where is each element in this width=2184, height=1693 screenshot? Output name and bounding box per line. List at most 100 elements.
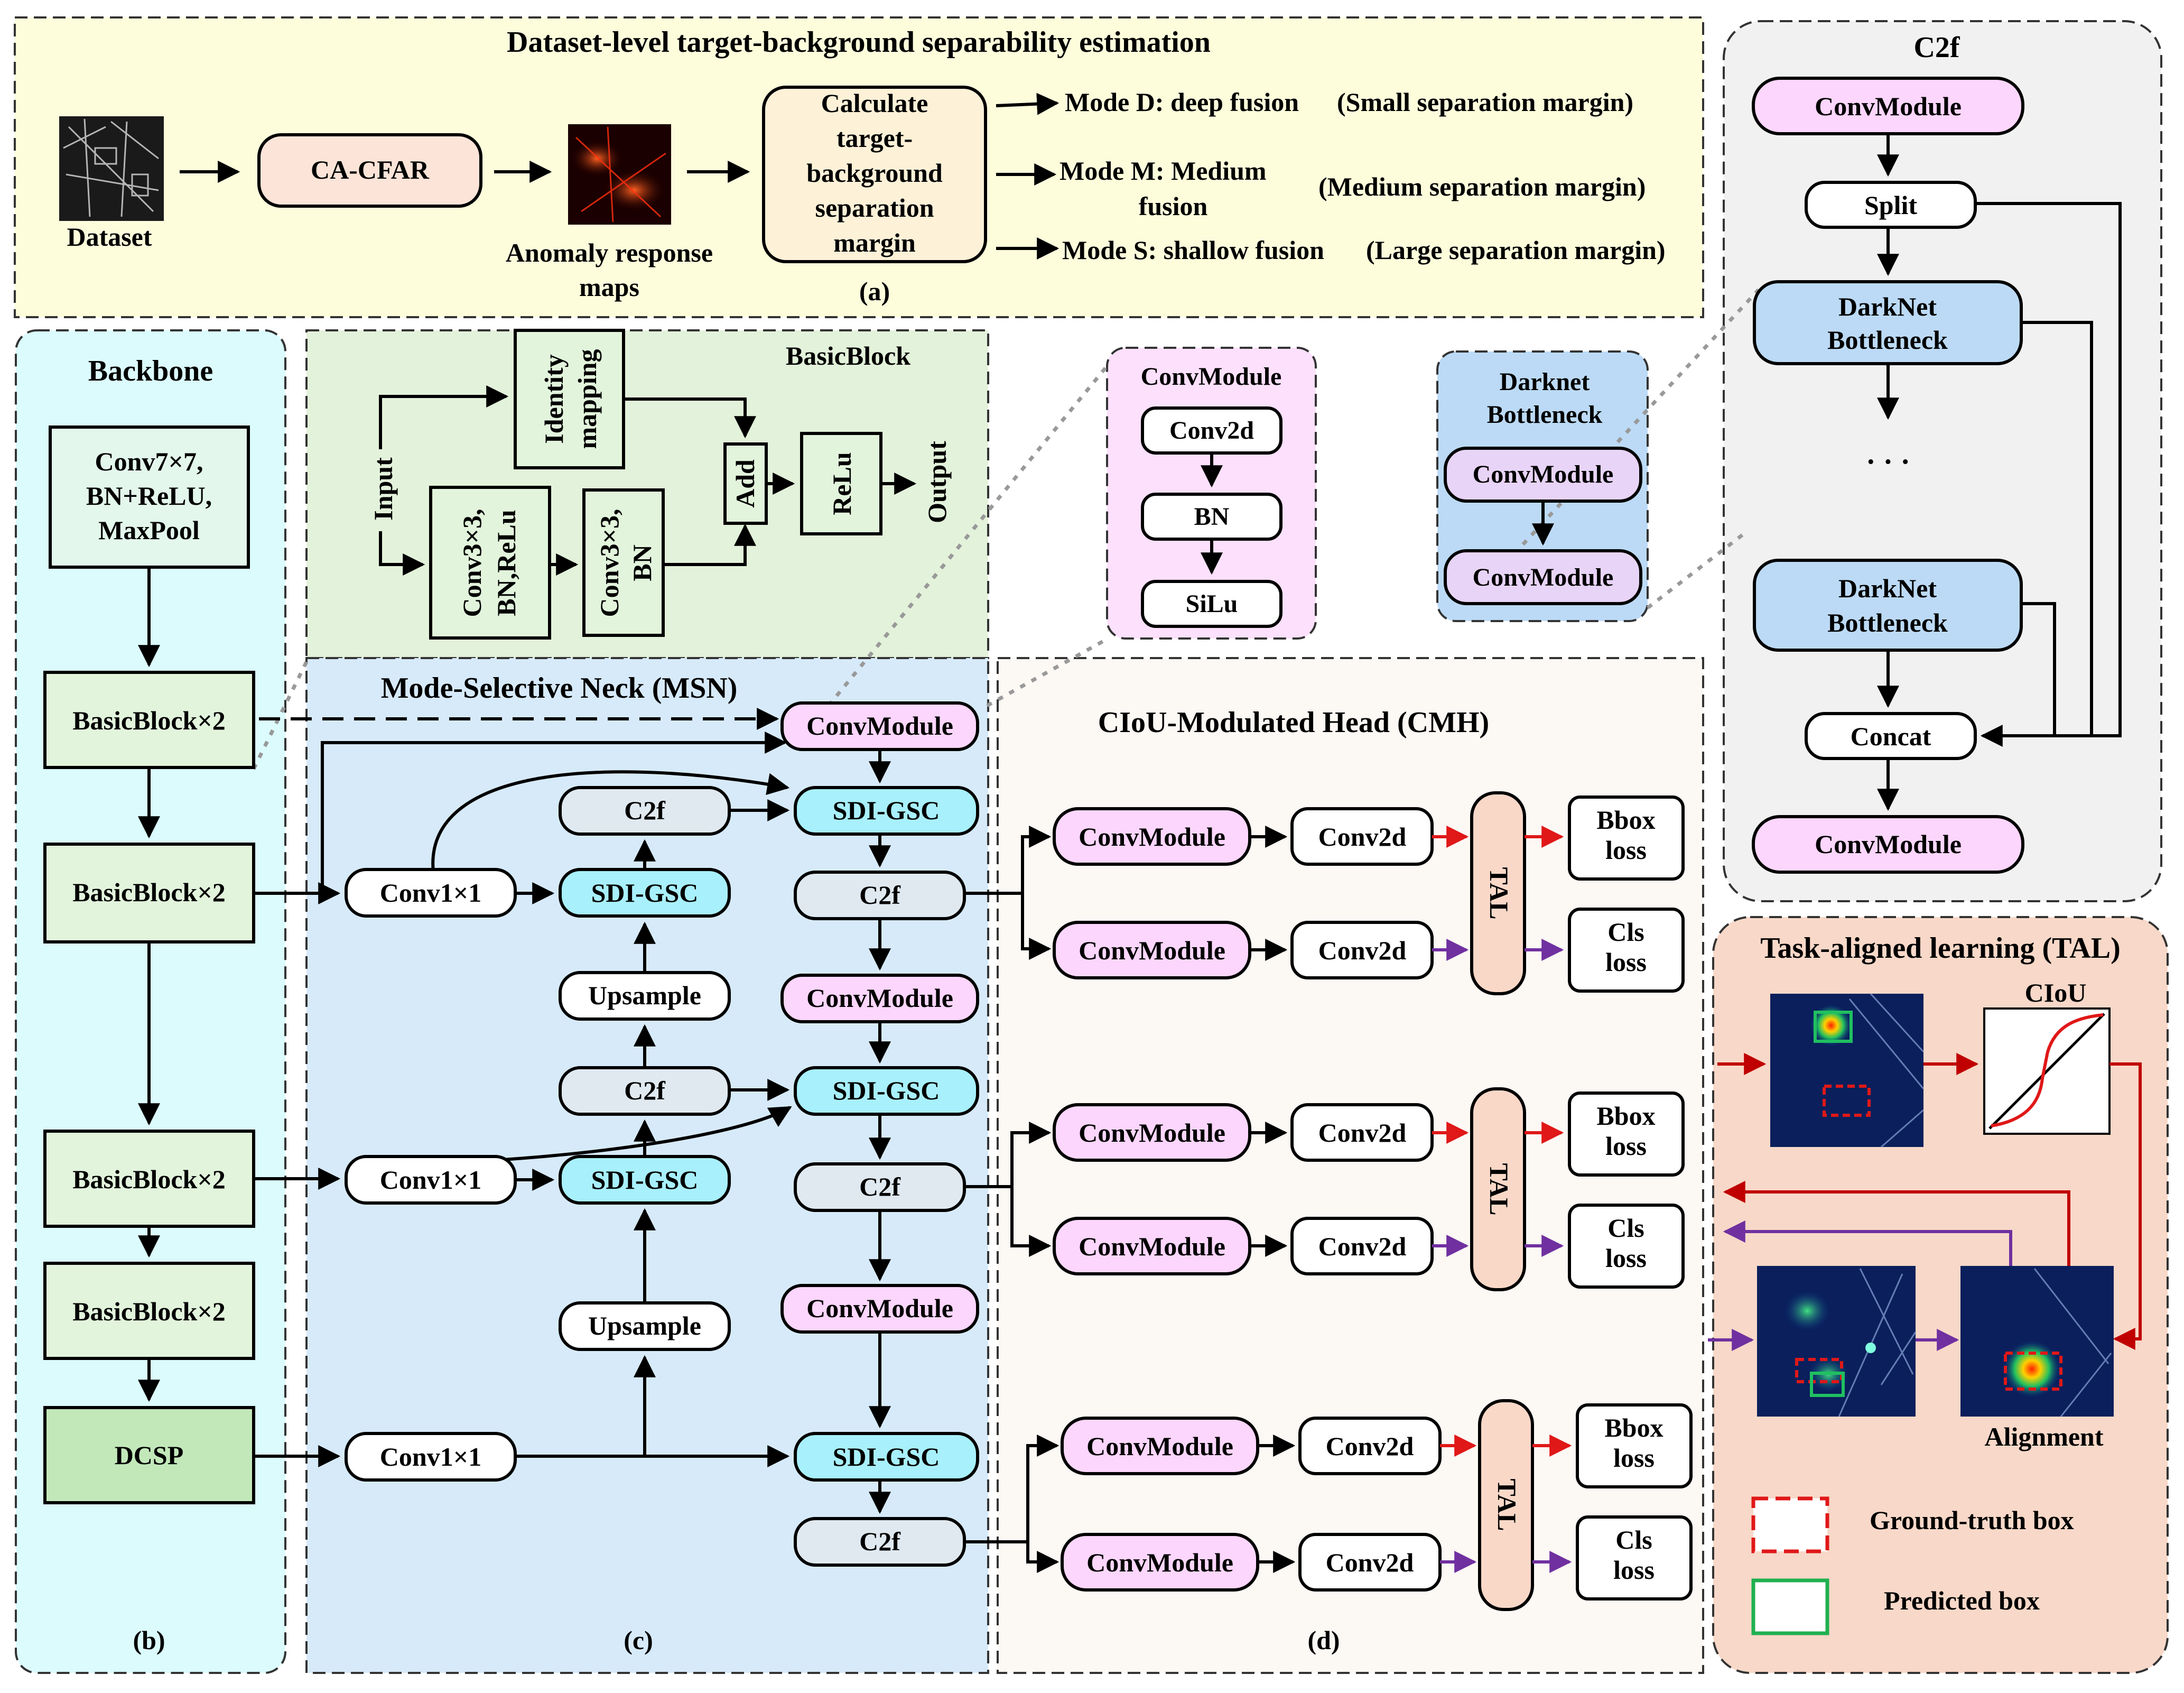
mode-m-note: (Medium separation margin)	[1318, 172, 1646, 201]
darknet-detail-cm2	[1444, 549, 1642, 605]
basicblock-4	[43, 1262, 255, 1360]
neck-c2f-a-label: C2f	[624, 795, 666, 825]
ciou-plot	[1983, 1007, 2111, 1135]
relu-node	[800, 432, 882, 535]
basicblock-4-label: BasicBlock×2	[72, 1297, 226, 1326]
pred-legend-swatch	[1751, 1578, 1829, 1635]
c2f-detail-title: C2f	[1913, 31, 1960, 64]
mode-d-note: (Small separation margin)	[1337, 87, 1633, 117]
neck-sdi-a	[559, 868, 731, 918]
neck-c2f-b-label: C2f	[624, 1076, 666, 1105]
calc-line1: Calculate	[821, 88, 928, 118]
bb-input-label: Input	[368, 457, 398, 521]
head-g1-bbox-l1: Bbox	[1596, 805, 1655, 835]
c2f-dn2-line1: DarkNet	[1838, 573, 1937, 603]
stem-line3: MaxPool	[98, 515, 200, 545]
head-g1-tal	[1470, 791, 1526, 995]
dataset-label: Dataset	[67, 222, 152, 252]
head-g1-cls-loss	[1568, 908, 1685, 993]
neck-sdi-1	[794, 786, 979, 836]
head-g2-bbox-l1: Bbox	[1596, 1101, 1655, 1131]
head-g3-conv2d-1-label: Conv2d	[1326, 1431, 1414, 1461]
mode-s-note: (Large separation margin)	[1366, 235, 1666, 265]
c2f-split-label: Split	[1864, 190, 1917, 220]
basicblock-2	[43, 843, 255, 943]
head-g1-bbox-loss	[1568, 795, 1685, 881]
conv-b-line1: Conv3×3,	[594, 509, 624, 617]
calc-line4: separation	[815, 193, 934, 223]
c2f-dn2-line2: Bottleneck	[1827, 608, 1948, 637]
head-g1-cls-l2: loss	[1605, 947, 1647, 977]
stem-line1: Conv7×7,	[95, 447, 203, 476]
neck-sdi-b	[559, 1155, 731, 1205]
ca-cfar-label: CA-CFAR	[311, 155, 430, 184]
head-g3-bbox-loss	[1576, 1403, 1693, 1488]
conv-b-line2: BN	[627, 544, 657, 581]
head-tag: (d)	[1307, 1625, 1340, 1655]
neck-sdi-b-label: SDI-GSC	[591, 1165, 699, 1195]
neck-conv1x1-a-label: Conv1×1	[380, 878, 481, 908]
calc-line3: background	[806, 158, 943, 188]
conv-bn-node	[582, 488, 665, 637]
c2f-dn1-line1: DarkNet	[1838, 292, 1937, 321]
neck-c2f-out-1-label: C2f	[859, 880, 901, 910]
calculate-margin-node	[762, 86, 987, 263]
neck-sdi-1-label: SDI-GSC	[833, 795, 940, 825]
mode-s-label: Mode S: shallow fusion	[1062, 235, 1324, 265]
neck-sdi-3-label: SDI-GSC	[833, 1442, 940, 1472]
head-g1-bbox-l2: loss	[1605, 835, 1647, 865]
head-g3-tal	[1478, 1399, 1534, 1611]
calc-line5: margin	[833, 228, 916, 257]
c2f-detail-panel	[1723, 20, 2162, 902]
mode-d-label: Mode D: deep fusion	[1065, 87, 1299, 117]
basicblock-2-label: BasicBlock×2	[72, 877, 226, 907]
neck-conv1x1-c-label: Conv1×1	[380, 1442, 481, 1472]
backbone-title: Backbone	[88, 355, 213, 387]
neck-upsample-a	[559, 971, 731, 1021]
add-node	[723, 442, 768, 525]
head-g3-bbox-l1: Bbox	[1604, 1413, 1663, 1442]
neck-sdi-3	[794, 1432, 979, 1482]
anomaly-label-line2: maps	[579, 272, 639, 302]
c2f-concat	[1805, 712, 1977, 760]
neck-sdi-2	[794, 1066, 979, 1116]
conv-a-line2: BN,ReLu	[491, 510, 521, 616]
add-label: Add	[730, 459, 760, 508]
head-g2-cls-l2: loss	[1605, 1243, 1647, 1273]
calc-line2: target-	[837, 123, 913, 153]
head-g3-cm1-label: ConvModule	[1086, 1431, 1233, 1461]
neck-sdi-a-label: SDI-GSC	[591, 878, 699, 908]
basicblock-1	[43, 671, 255, 769]
head-g2-cm2-label: ConvModule	[1079, 1232, 1225, 1261]
stem-node	[49, 425, 250, 569]
darknet-title-line2: Bottleneck	[1487, 401, 1603, 429]
neck-c2f-out-2-label: C2f	[859, 1172, 901, 1201]
dcsp-label: DCSP	[115, 1440, 184, 1470]
neck-upsample-a-label: Upsample	[588, 980, 701, 1010]
stem-line2: BN+ReLU,	[86, 481, 212, 511]
head-g1-conv2d-2-label: Conv2d	[1318, 936, 1407, 965]
conv-bn-relu-node	[429, 486, 551, 640]
head-g2-cm1-label: ConvModule	[1079, 1118, 1225, 1148]
head-g2-bbox-loss	[1568, 1091, 1685, 1177]
head-g2-conv2d-2-label: Conv2d	[1318, 1232, 1407, 1261]
head-g2-tal	[1470, 1087, 1526, 1291]
c2f-concat-label: Concat	[1851, 721, 1931, 751]
head-g1-cm1-label: ConvModule	[1079, 822, 1225, 852]
panel-a-title: Dataset-level target-background separabi…	[507, 26, 1211, 59]
neck-convmodule-top-label: ConvModule	[806, 711, 953, 741]
head-g3-cls-loss	[1576, 1515, 1693, 1601]
neck-upsample-b	[559, 1301, 731, 1351]
head-g1-tal-label: TAL	[1484, 867, 1514, 919]
darknet-title-line1: Darknet	[1500, 368, 1590, 396]
head-title: CIoU-Modulated Head (CMH)	[1098, 706, 1489, 739]
identity-mapping-node	[514, 329, 625, 469]
c2f-dn1-line2: Bottleneck	[1827, 325, 1948, 355]
gt-legend-swatch	[1751, 1496, 1829, 1553]
dataset-image	[59, 116, 164, 221]
conv-a-line1: Conv3×3,	[457, 509, 487, 617]
tal-heatmap-top	[1770, 993, 1925, 1148]
head-g2-tal-label: TAL	[1484, 1163, 1514, 1215]
cm-detail-silu-label: SiLu	[1186, 590, 1238, 618]
neck-tag: (c)	[624, 1625, 653, 1655]
